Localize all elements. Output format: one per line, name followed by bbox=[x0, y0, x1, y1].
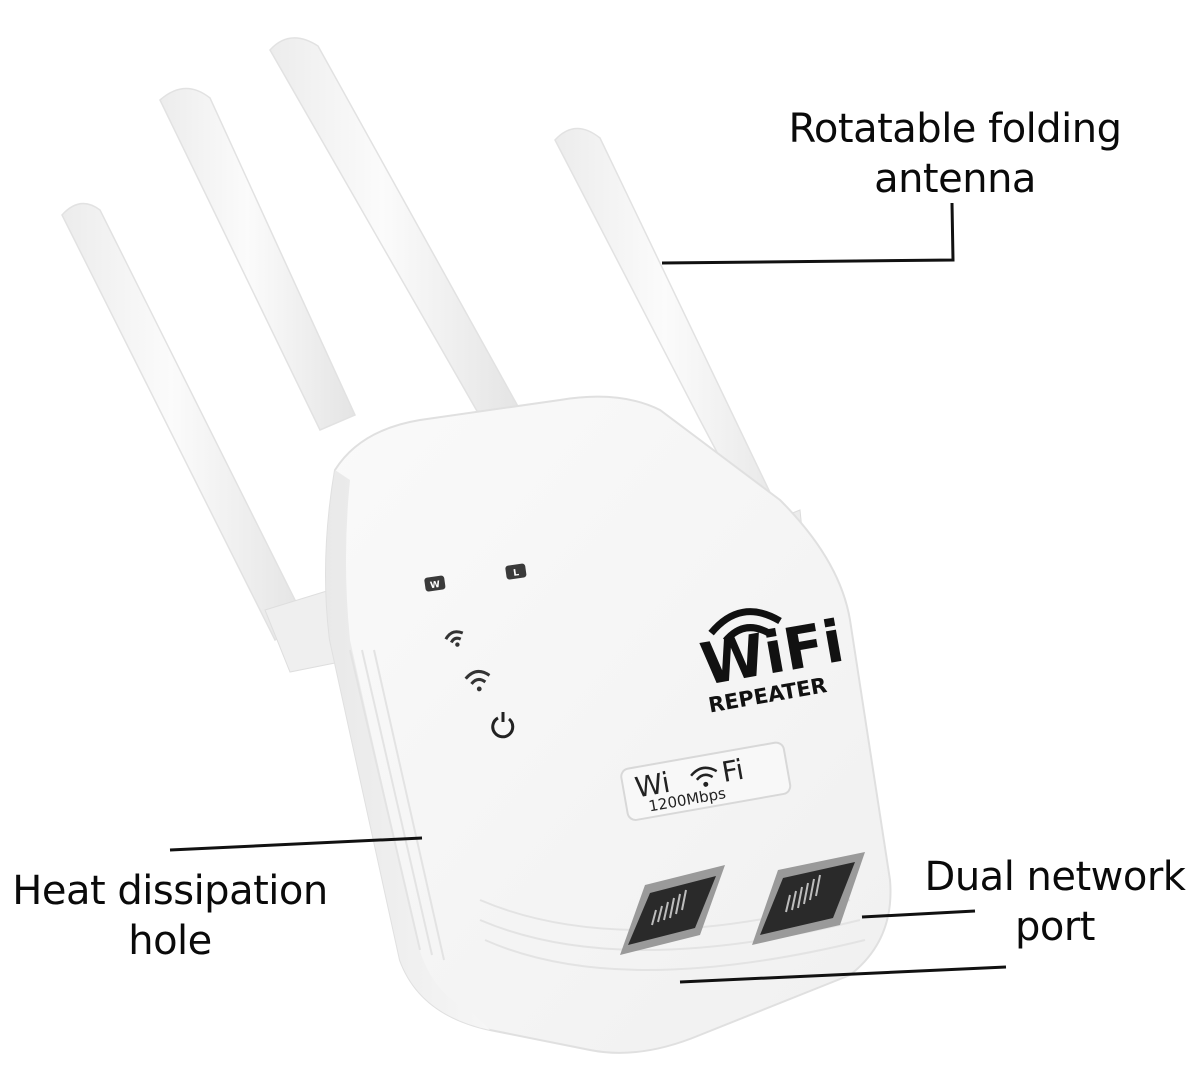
heat-callout-line1: Heat dissipation bbox=[12, 868, 328, 914]
wan-indicator-icon: W bbox=[424, 575, 446, 592]
wifi-logo-icon bbox=[708, 608, 782, 644]
ethernet-port-2 bbox=[752, 852, 865, 945]
ethernet-port-1 bbox=[620, 865, 725, 955]
antenna-2 bbox=[159, 87, 357, 431]
antenna-1 bbox=[61, 202, 351, 673]
port-callout-label: Dual network port bbox=[910, 852, 1200, 952]
antenna-3 bbox=[269, 37, 522, 426]
wifi-signal-weak-icon bbox=[444, 630, 464, 647]
heat-leader-line bbox=[169, 836, 423, 852]
callout-lines bbox=[169, 202, 1007, 984]
badge-wifi-icon bbox=[690, 766, 718, 787]
lan-indicator-icon: L bbox=[505, 563, 527, 580]
wifi-repeater-logo: WiFi REPEATER bbox=[696, 607, 849, 718]
antenna-callout-line1: Rotatable folding bbox=[788, 106, 1122, 152]
port-callout-line2: port bbox=[1015, 904, 1096, 950]
port-callout-line1: Dual network bbox=[924, 854, 1186, 900]
wifi-signal-icon bbox=[464, 670, 491, 692]
antenna-leader-line bbox=[661, 202, 955, 265]
wifi-speed-badge: Wi Fi 1200Mbps bbox=[620, 741, 792, 821]
device-body bbox=[325, 395, 892, 1054]
antenna-callout-label: Rotatable folding antenna bbox=[760, 104, 1150, 204]
svg-text:W: W bbox=[430, 580, 441, 591]
port-leader-line-2 bbox=[679, 965, 1007, 984]
indicator-lights: W L bbox=[424, 563, 527, 739]
power-icon bbox=[491, 712, 515, 739]
heat-callout-line2: hole bbox=[128, 918, 212, 964]
badge-left-text: Wi bbox=[633, 766, 673, 805]
heat-callout-label: Heat dissipation hole bbox=[0, 866, 340, 966]
antenna-callout-line2: antenna bbox=[874, 156, 1036, 202]
svg-text:L: L bbox=[513, 568, 520, 579]
port-leader-line-1 bbox=[861, 909, 976, 919]
